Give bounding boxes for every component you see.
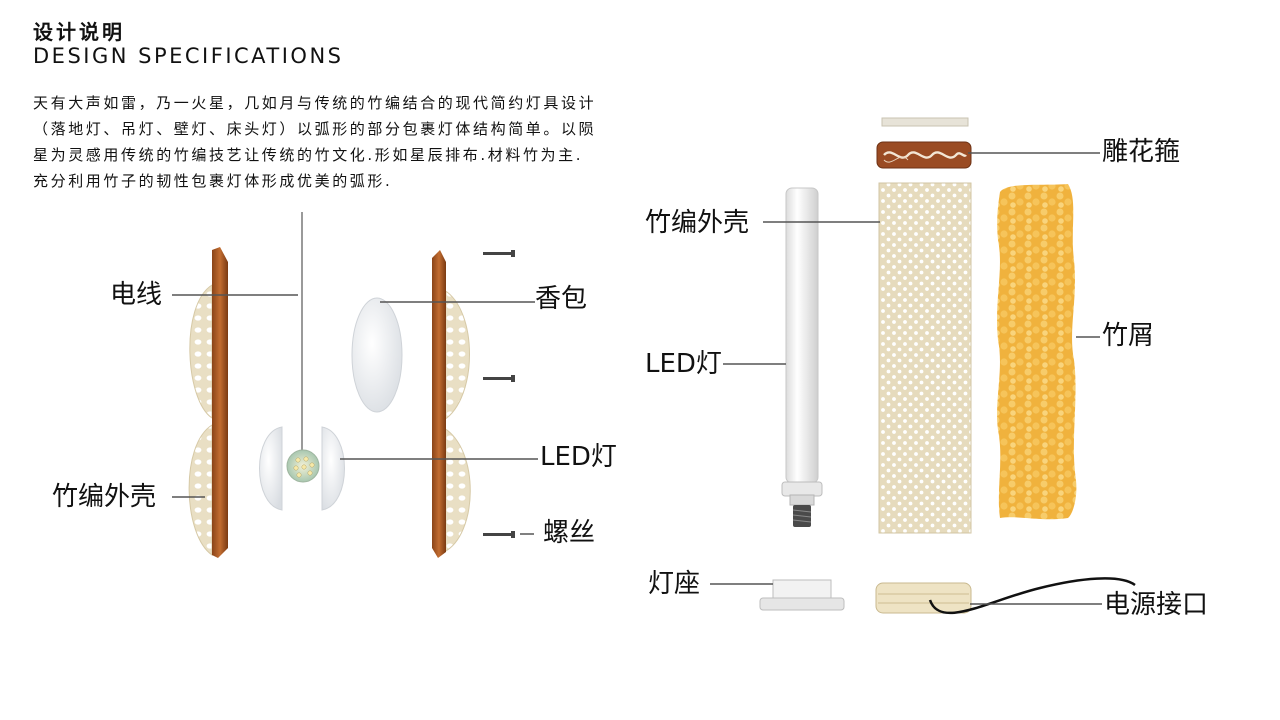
screw-icon xyxy=(483,375,515,382)
right-wood-strip xyxy=(432,250,446,558)
description-line: （落地灯、吊灯、壁灯、床头灯）以弧形的部分包裹灯体结构简单。以陨 xyxy=(33,120,597,138)
bamboo-perforated-tube xyxy=(878,182,972,534)
description-line: 充分利用竹子的韧性包裹灯体形成优美的弧形. xyxy=(33,172,393,190)
power-connector-body xyxy=(875,582,972,614)
description-line: 星为灵感用传统的竹编技艺让传统的竹文化.形如星辰排布.材料竹为主. xyxy=(33,146,584,164)
label-carved-ring: 雕花箍 xyxy=(1102,137,1181,167)
label-led-light: LED灯 xyxy=(540,442,617,472)
screw-icon xyxy=(483,250,515,257)
led-tube xyxy=(785,187,819,484)
left-bamboo-lattice-lobe-lower xyxy=(188,424,213,556)
label-sachet: 香包 xyxy=(535,284,588,314)
lamp-holder-top xyxy=(772,579,832,601)
screw-icon xyxy=(483,531,515,538)
title-english: DESIGN SPECIFICATIONS xyxy=(33,44,344,68)
right-bamboo-lattice-lobe-lower xyxy=(443,427,471,553)
top-cap-plate xyxy=(881,117,969,127)
label-bamboo-shell: 竹编外壳 xyxy=(52,482,157,512)
label-led-light-right: LED灯 xyxy=(645,349,722,379)
led-lens-right-half xyxy=(321,426,345,511)
lamp-holder-flange xyxy=(759,597,845,611)
led-lens-left-half xyxy=(259,426,283,511)
label-power-interface: 电源接口 xyxy=(1104,590,1209,620)
title-chinese: 设计说明 xyxy=(33,20,125,44)
label-wire: 电线 xyxy=(110,280,163,310)
carved-ring xyxy=(876,141,972,169)
description-line: 天有大声如雷，乃一火星，几如月与传统的竹编结合的现代简约灯具设计 xyxy=(33,94,597,112)
design-description: 天有大声如雷，乃一火星，几如月与传统的竹编结合的现代简约灯具设计 （落地灯、吊灯… xyxy=(33,90,693,194)
bamboo-shavings-column xyxy=(997,184,1077,520)
label-lamp-base: 灯座 xyxy=(648,569,701,599)
sachet-disc xyxy=(351,297,403,413)
left-wood-strip xyxy=(212,247,228,558)
right-bamboo-lattice-lobe-upper xyxy=(443,289,470,421)
label-bamboo-shell-right: 竹编外壳 xyxy=(645,208,750,238)
power-cord xyxy=(928,577,1136,615)
label-screw: 螺丝 xyxy=(543,518,596,548)
left-bamboo-lattice-lobe-upper xyxy=(189,284,213,419)
label-bamboo-shavings: 竹屑 xyxy=(1102,321,1155,351)
